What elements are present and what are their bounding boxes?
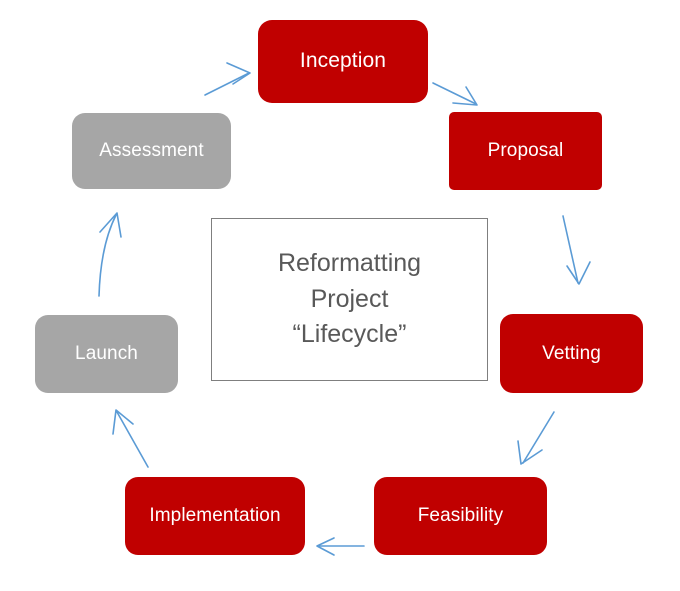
arrow-launch-to-assessment <box>98 212 122 297</box>
node-feasibility[interactable]: Feasibility <box>374 477 547 555</box>
node-implementation[interactable]: Implementation <box>125 477 305 555</box>
arrow-vetting-to-feasibility <box>517 411 555 465</box>
center-title-box: Reformatting Project “Lifecycle” <box>211 218 488 381</box>
node-launch[interactable]: Launch <box>35 315 178 393</box>
arrow-implementation-to-launch <box>112 409 149 468</box>
arrow-feasibility-to-implementation <box>316 537 365 556</box>
center-title-line-1: Reformatting <box>277 249 422 278</box>
arrow-inception-to-proposal <box>432 82 478 106</box>
node-feasibility-label: Feasibility <box>417 505 504 527</box>
node-assessment[interactable]: Assessment <box>72 113 231 189</box>
center-title-line-3: “Lifecycle” <box>292 320 407 349</box>
node-proposal[interactable]: Proposal <box>449 112 602 190</box>
center-title-line-2: Project <box>310 284 389 313</box>
center-title-text: Reformatting Project “Lifecycle” <box>278 246 421 353</box>
arrow-proposal-to-vetting <box>562 215 591 285</box>
node-launch-label: Launch <box>75 343 138 365</box>
node-inception[interactable]: Inception <box>258 20 428 103</box>
node-proposal-label: Proposal <box>487 140 564 162</box>
node-inception-label: Inception <box>299 49 387 73</box>
node-vetting-label: Vetting <box>542 342 601 364</box>
node-implementation-label: Implementation <box>149 505 281 527</box>
arrow-assessment-to-inception <box>204 62 251 96</box>
node-vetting[interactable]: Vetting <box>500 314 643 393</box>
node-assessment-label: Assessment <box>99 140 204 162</box>
